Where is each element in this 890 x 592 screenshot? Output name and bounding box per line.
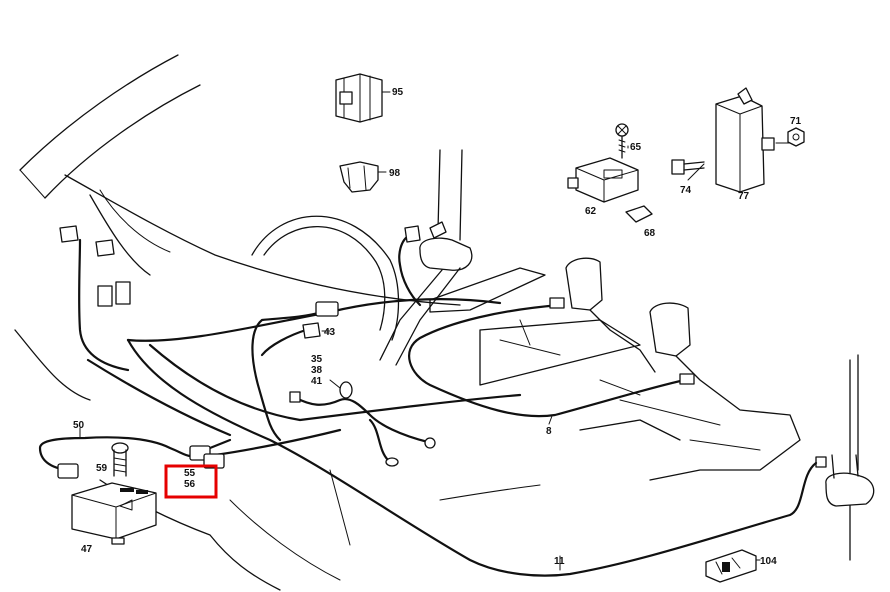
callout-43: 43	[324, 327, 336, 338]
part-95-bracket	[335, 73, 383, 123]
highlight-box-55-56	[164, 464, 218, 499]
leader-lines	[79, 91, 791, 571]
callout-8: 8	[546, 426, 552, 437]
callout-74: 74	[680, 185, 692, 196]
callout-65: 65	[630, 142, 642, 153]
callout-11: 11	[554, 556, 565, 567]
callout-56: 56	[184, 479, 196, 490]
callout-38: 38	[311, 365, 323, 376]
part-104-switch	[705, 549, 757, 583]
callout-41: 41	[311, 376, 323, 387]
part-74-bolt	[671, 159, 705, 175]
callout-98: 98	[389, 168, 401, 179]
seatbelt-pillar	[379, 149, 473, 366]
part-71-nut	[787, 127, 805, 147]
wheel-arch	[251, 215, 400, 341]
part-65-screw	[615, 123, 629, 159]
seat-frame-front	[429, 257, 656, 386]
part-59-bolt	[111, 442, 129, 477]
harness-connectors	[57, 225, 695, 479]
callout-95: 95	[392, 87, 404, 98]
callout-35: 35	[311, 354, 323, 365]
part-98-clip	[339, 161, 379, 193]
part-77-control-unit	[715, 87, 775, 193]
wiring-harness-8	[408, 303, 687, 418]
part-62-relay-module	[567, 157, 639, 203]
wiring-harness-pillar	[398, 233, 422, 307]
callout-47: 47	[81, 544, 93, 555]
callout-104: 104	[760, 556, 777, 567]
wiring-harness-50	[38, 436, 192, 472]
callout-50: 50	[73, 420, 85, 431]
callout-55: 55	[184, 468, 196, 479]
callout-62: 62	[585, 206, 597, 217]
seat-frame-rear	[579, 302, 801, 481]
callout-68: 68	[644, 228, 656, 239]
callout-71: 71	[790, 116, 802, 127]
wiring-harness-41	[294, 396, 430, 462]
callout-77: 77	[738, 191, 750, 202]
vehicle-body-outline	[14, 54, 859, 591]
part-68-retainer	[625, 205, 653, 223]
right-pillar-bracket	[815, 454, 875, 507]
callout-59: 59	[96, 463, 108, 474]
wiring-harness-main	[78, 238, 818, 577]
part-47-control-unit	[71, 482, 157, 545]
callout-labels: 95 98 65 62 68 74 77 71 43 35 38 41 50 5…	[73, 87, 802, 567]
wiring-harness-43	[251, 310, 324, 442]
